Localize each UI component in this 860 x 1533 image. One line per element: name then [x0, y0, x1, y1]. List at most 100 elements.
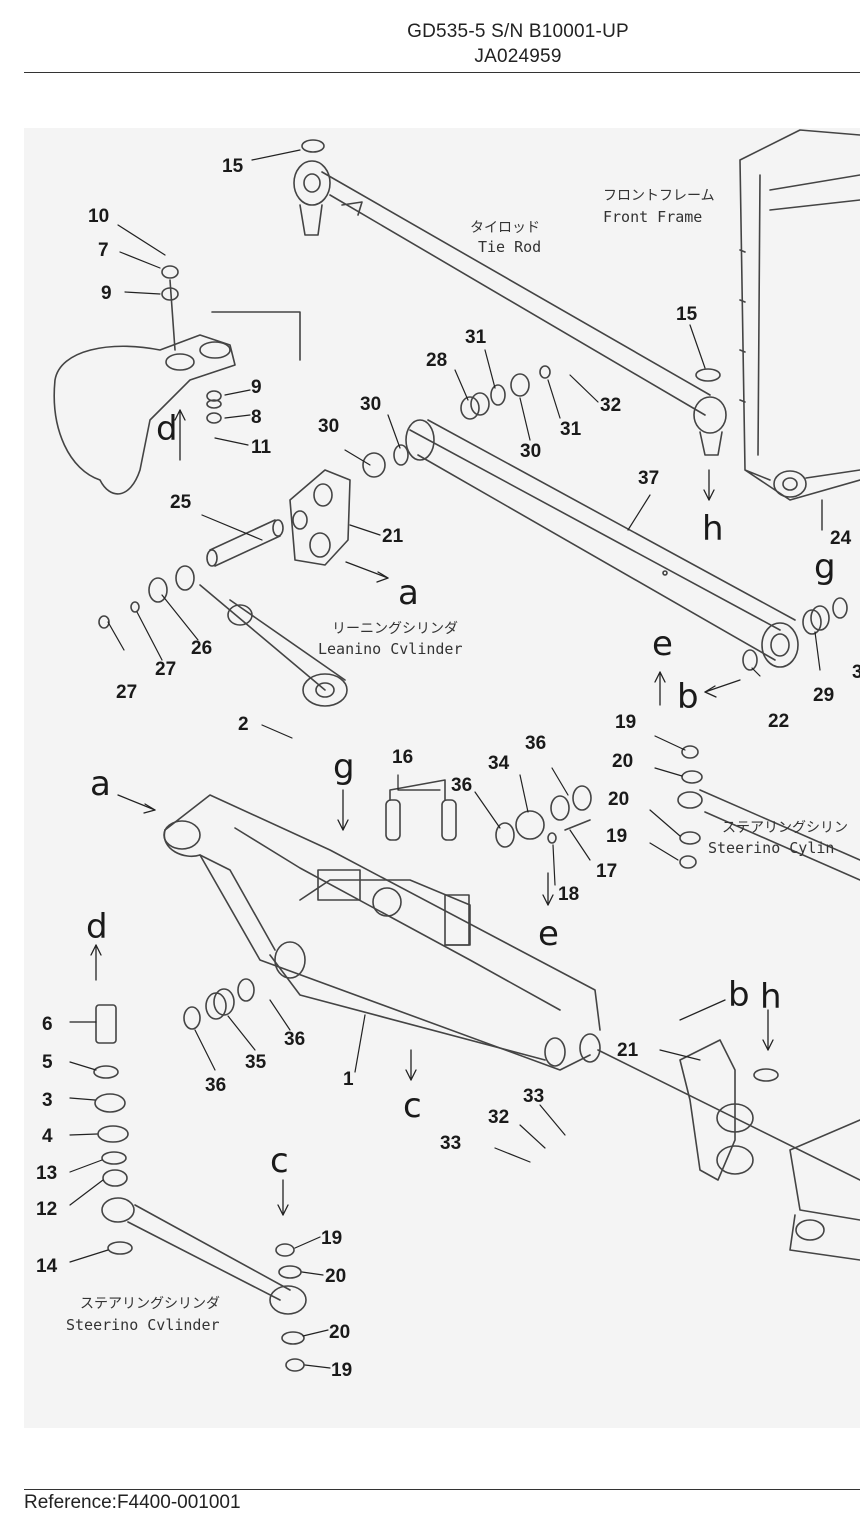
callout-12: 12: [36, 1199, 57, 1220]
callout-13: 13: [36, 1163, 57, 1184]
ref-letter-c: c: [270, 1141, 289, 1181]
callout-10: 10: [88, 206, 109, 227]
tie-rod-label-en: Tie Rod: [478, 238, 541, 256]
callout-19: 19: [615, 712, 636, 733]
ref-letter-g: g: [333, 747, 355, 787]
diagram-background: [24, 128, 860, 1428]
leaning-cylinder-drawing: [199, 584, 348, 707]
callout-6: 6: [42, 1014, 53, 1035]
tie-rod-drawing: [293, 139, 727, 456]
callout-17: 17: [596, 861, 617, 882]
callout-2: 2: [238, 714, 249, 735]
callout-20: 20: [608, 789, 629, 810]
callout-7: 7: [98, 240, 109, 261]
callout-5: 5: [42, 1052, 53, 1073]
ref-letter-a: a: [398, 573, 419, 613]
callout-3: 3: [42, 1090, 53, 1111]
ref-letter-e: e: [538, 914, 559, 954]
kingpin-parts-drawing: [93, 1004, 129, 1187]
bushings-top-drawing: [98, 365, 551, 629]
axle-left-washers-drawing: [183, 978, 255, 1030]
callout-15: 15: [676, 304, 698, 325]
front-frame-drawing: [739, 129, 860, 501]
steering-cylinder-left-label-en: Steerino Cvlinder: [66, 1316, 220, 1334]
callout-24: 26: [191, 638, 212, 659]
callout-30: 31: [465, 327, 487, 348]
ref-letter-h: h: [760, 977, 782, 1017]
ref-letter-c: c: [403, 1086, 422, 1126]
callout-16: 16: [392, 747, 413, 768]
callout-8: 8: [251, 407, 262, 428]
callout-20: 20: [325, 1266, 346, 1287]
callout-32: 32: [600, 395, 621, 416]
ref-letter-b: b: [677, 677, 699, 717]
steering-cylinder-left-label-jp: ステアリングシリンダ: [80, 1296, 220, 1312]
callout-28: 30: [318, 416, 339, 437]
steering-cylinder-right-label-jp: ステアリングシリン: [722, 820, 848, 836]
model-serial: GD535-5 S/N B10001-UP: [407, 21, 629, 42]
callout-20: 20: [329, 1322, 350, 1343]
callout-27: 29: [813, 685, 834, 706]
callout-31: 31: [560, 419, 582, 440]
ref-letter-a: a: [90, 764, 111, 804]
ref-letter-b: b: [728, 975, 750, 1015]
ref-letter-d: d: [86, 907, 108, 947]
front-axle-drawing: [163, 794, 601, 1071]
bracket-upper-drawing: [289, 469, 351, 566]
callout-37: 37: [638, 468, 659, 489]
footer-divider: [24, 1489, 860, 1490]
callout-20: 20: [612, 751, 633, 772]
left-steering-cylinder-drawing: [101, 1197, 307, 1372]
callout-36: 36: [284, 1029, 305, 1050]
callout-36: 36: [525, 733, 546, 754]
leaning-rod-drawing: [405, 419, 799, 668]
callout-35: 35: [245, 1052, 267, 1073]
ref-letter-h: h: [702, 509, 724, 549]
callout-9: 9: [251, 377, 262, 398]
callout-36: 36: [451, 775, 472, 796]
reference-label: Reference:F4400-001001: [24, 1492, 241, 1513]
callout-21: 21: [382, 526, 404, 547]
callout-32: 33: [440, 1133, 461, 1154]
header: GD535-5 S/N B10001-UP JA024959: [0, 18, 860, 74]
front-frame-label-jp: フロントフレーム: [603, 188, 715, 204]
callout-18: 18: [558, 884, 579, 905]
front-frame-label-en: Front Frame: [603, 208, 702, 226]
right-steering-cylinder-drawing: [677, 745, 860, 881]
header-divider: [24, 72, 860, 73]
callout-26: 27: [155, 659, 176, 680]
doc-number: JA024959: [474, 46, 562, 67]
steering-cylinder-right-label-en: Steerino Cylin: [708, 839, 834, 857]
callout-11: 11: [251, 437, 272, 458]
callout-23: 25: [170, 492, 192, 513]
callout-30: 30: [360, 394, 381, 415]
callout-36: 36: [205, 1075, 226, 1096]
callout-1: 1: [343, 1069, 354, 1090]
right-mid-washers-drawing: [742, 597, 848, 671]
callout-3: 3: [852, 662, 860, 683]
callout-14: 14: [36, 1256, 58, 1277]
callout-27: 28: [426, 350, 447, 371]
leaning-cylinder-label-jp: リーニングシリンダ: [332, 621, 458, 637]
callout-25: 27: [116, 682, 137, 703]
callout-33: 33: [523, 1086, 544, 1107]
callout-9: 9: [101, 283, 112, 304]
ref-letter-g: g: [814, 547, 836, 587]
pin-23-drawing: [148, 519, 284, 603]
callout-21: 21: [617, 1040, 639, 1061]
left-knuckle-drawing: [53, 265, 301, 495]
callout-30: 22: [768, 711, 789, 732]
axle-center-parts-drawing: [385, 779, 592, 848]
callout-19: 19: [606, 826, 627, 847]
callout-22: 24: [830, 528, 852, 549]
callout-34: 34: [488, 753, 510, 774]
callout-15: 15: [222, 156, 244, 177]
callout-19: 19: [331, 1360, 352, 1381]
ref-letter-d: d: [156, 409, 178, 449]
callout-31: 32: [488, 1107, 509, 1128]
callout-4: 4: [42, 1126, 53, 1147]
callout-29: 30: [520, 441, 541, 462]
callout-19: 19: [321, 1228, 342, 1249]
leader-lines: [69, 149, 821, 1369]
